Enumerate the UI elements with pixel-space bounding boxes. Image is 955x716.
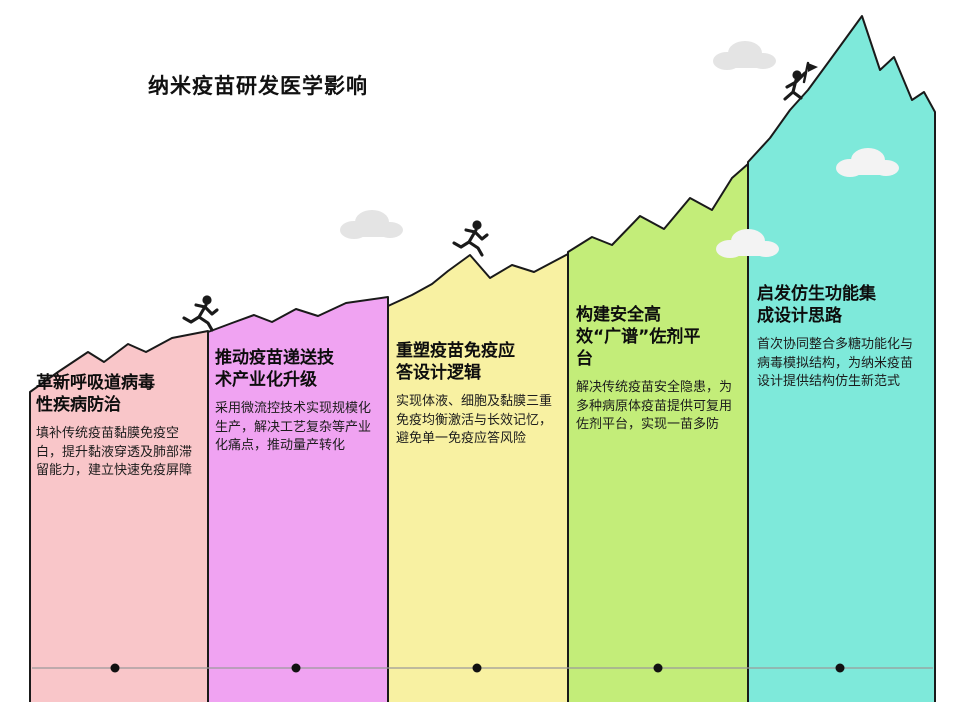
column-3-text: 重塑疫苗免疫应答设计逻辑 实现体液、细胞及黏膜三重免疫均衡激活与长效记忆，避免单… bbox=[396, 340, 556, 449]
timeline-dot bbox=[835, 663, 845, 673]
mountain-col-1 bbox=[29, 330, 209, 702]
column-4-heading: 构建安全高效“广谱”佐剂平台 bbox=[576, 305, 701, 370]
timeline-dot bbox=[472, 663, 482, 673]
column-3-body: 实现体液、细胞及黏膜三重免疫均衡激活与长效记忆，避免单一免疫应答风险 bbox=[396, 394, 553, 447]
cloud-icon bbox=[340, 210, 403, 239]
mountain-col-4 bbox=[567, 163, 749, 702]
column-2-text: 推动疫苗递送技术产业化升级 采用微流控技术实现规模化生产，解决工艺复杂等产业化痛… bbox=[215, 347, 375, 456]
column-1-text: 革新呼吸道病毒性疾病防治 填补传统疫苗黏膜免疫空白，提升黏液穿透及肺部滞留能力，… bbox=[36, 372, 196, 481]
column-1-heading: 革新呼吸道病毒性疾病防治 bbox=[36, 373, 155, 416]
column-4-body: 解决传统疫苗安全隐患，为多种病原体疫苗提供可复用佐剂平台，实现一苗多防 bbox=[576, 380, 733, 433]
timeline-dot bbox=[291, 663, 301, 673]
column-5-text: 启发仿生功能集成设计思路 首次协同整合多糖功能化与病毒模拟结构，为纳米疫苗设计提… bbox=[757, 283, 917, 392]
column-3-heading: 重塑疫苗免疫应答设计逻辑 bbox=[396, 341, 515, 384]
mountain-col-2 bbox=[207, 296, 389, 702]
column-5-body: 首次协同整合多糖功能化与病毒模拟结构，为纳米疫苗设计提供结构仿生新范式 bbox=[757, 337, 914, 390]
column-2-body: 采用微流控技术实现规模化生产，解决工艺复杂等产业化痛点，推动量产转化 bbox=[215, 401, 372, 454]
column-2-heading: 推动疫苗递送技术产业化升级 bbox=[215, 348, 334, 391]
timeline-dot bbox=[653, 663, 663, 673]
column-1-body: 填补传统疫苗黏膜免疫空白，提升黏液穿透及肺部滞留能力，建立快速免疫屏障 bbox=[36, 426, 193, 479]
mountain-col-5 bbox=[747, 15, 936, 702]
runner-icon bbox=[452, 218, 489, 257]
timeline-dot bbox=[110, 663, 120, 673]
column-4-text: 构建安全高效“广谱”佐剂平台 解决传统疫苗安全隐患，为多种病原体疫苗提供可复用佐… bbox=[576, 304, 736, 435]
runner-icon bbox=[182, 293, 219, 332]
column-5-heading: 启发仿生功能集成设计思路 bbox=[757, 284, 876, 327]
mountain-col-3 bbox=[387, 253, 569, 702]
page-title: 纳米疫苗研发医学影响 bbox=[148, 74, 368, 98]
cloud-icon bbox=[713, 41, 776, 70]
